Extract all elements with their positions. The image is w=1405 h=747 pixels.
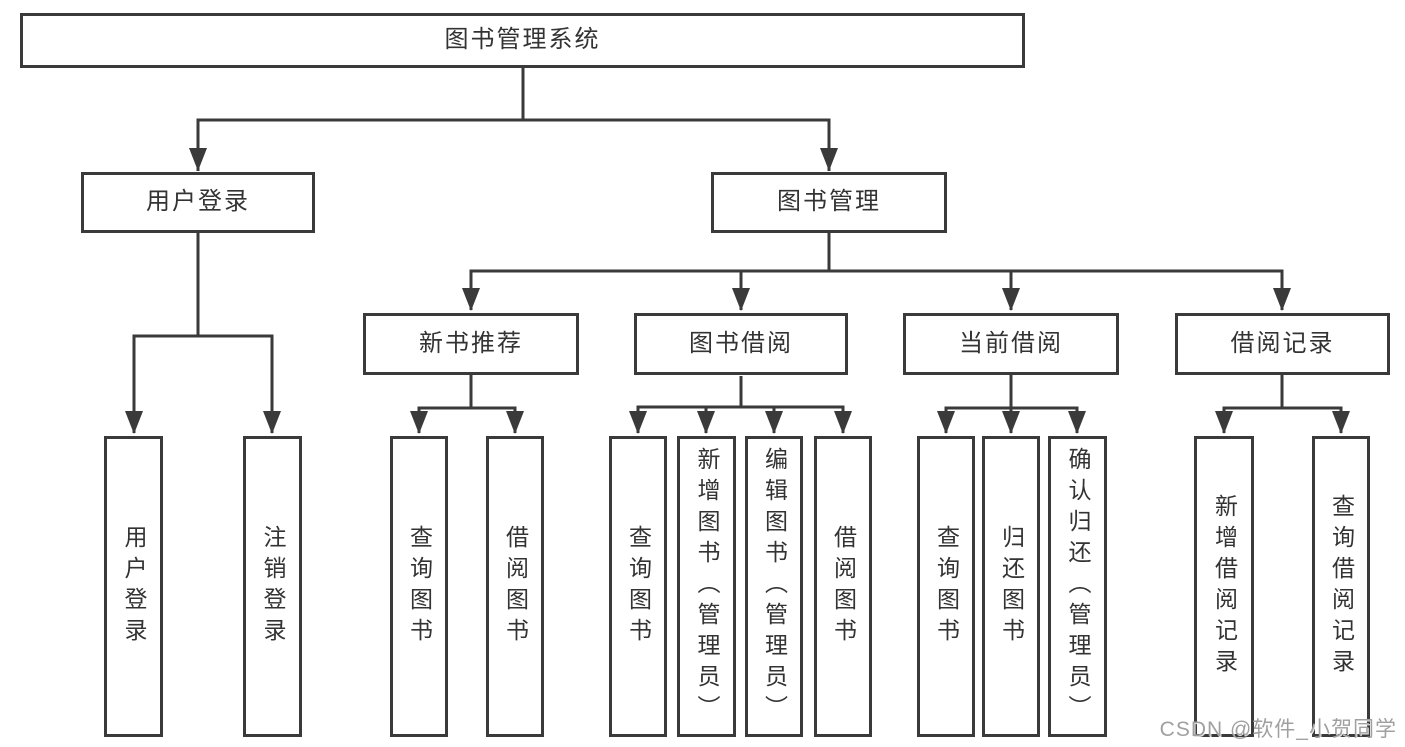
leaf-label: 确认归还（管理员） — [1065, 447, 1091, 726]
leaf-recommend-query-books: 查询图书 — [390, 436, 448, 737]
leaf-label: 新增借阅记录 — [1211, 493, 1238, 680]
leaf-records-query-record: 查询借阅记录 — [1312, 436, 1370, 737]
leaf-label: 新增图书（管理员） — [694, 447, 720, 726]
leaf-label: 用户登录 — [121, 524, 147, 649]
node-label: 图书借阅 — [689, 329, 793, 357]
arrow-down-icon — [263, 411, 281, 434]
arrow-down-icon — [732, 288, 750, 311]
arrow-down-icon — [1273, 288, 1291, 311]
arrow-down-icon — [697, 411, 715, 434]
leaf-records-add-record: 新增借阅记录 — [1194, 436, 1254, 737]
node-label: 用户登录 — [146, 188, 250, 216]
arrow-down-icon — [834, 411, 852, 434]
leaf-label: 查询借阅记录 — [1328, 493, 1355, 680]
connector-new-book-recommend — [410, 375, 524, 434]
connector-borrow-records — [1215, 375, 1350, 434]
leaf-label: 查询图书 — [933, 524, 960, 649]
leaf-current-return-books: 归还图书 — [982, 436, 1040, 737]
leaf-label: 查询图书 — [406, 524, 433, 649]
arrow-down-icon — [125, 411, 143, 434]
arrow-down-icon — [820, 148, 838, 171]
arrow-down-icon — [1068, 411, 1086, 434]
connector-user-login — [125, 233, 281, 434]
node-label: 当前借阅 — [959, 329, 1063, 357]
arrow-down-icon — [629, 411, 647, 434]
leaf-label: 查询图书 — [625, 524, 652, 649]
leaf-label: 注销登录 — [260, 524, 286, 649]
leaf-borrow-edit-books-admin: 编辑图书（管理员） — [745, 436, 803, 737]
connector-book-borrow — [629, 376, 852, 434]
leaf-borrow-add-books-admin: 新增图书（管理员） — [677, 436, 736, 737]
arrow-down-icon — [462, 288, 480, 311]
node-library-management-system: 图书管理系统 — [20, 13, 1025, 68]
leaf-label: 编辑图书（管理员） — [761, 447, 788, 726]
node-new-book-recommend: 新书推荐 — [363, 313, 579, 375]
leaf-borrow-borrow-books: 借阅图书 — [814, 436, 872, 737]
leaf-borrow-query-books: 查询图书 — [609, 436, 667, 737]
leaf-label: 借阅图书 — [830, 524, 857, 649]
arrow-down-icon — [506, 411, 524, 434]
arrow-down-icon — [937, 411, 955, 434]
leaf-label: 归还图书 — [998, 524, 1025, 649]
leaf-user-login: 用户登录 — [104, 436, 163, 737]
arrow-down-icon — [1215, 411, 1233, 434]
arrow-down-icon — [765, 411, 783, 434]
connector-current-borrow — [937, 375, 1086, 434]
arrow-down-icon — [189, 148, 207, 171]
leaf-logout: 注销登录 — [243, 436, 302, 737]
arrow-down-icon — [410, 411, 428, 434]
node-book-borrow: 图书借阅 — [634, 313, 848, 375]
node-label: 图书管理 — [777, 188, 881, 216]
node-label: 新书推荐 — [419, 329, 523, 357]
node-label: 图书管理系统 — [444, 26, 601, 54]
leaf-label: 借阅图书 — [502, 524, 529, 649]
node-book-management: 图书管理 — [711, 172, 947, 233]
connector-book-management — [462, 233, 1291, 311]
arrow-down-icon — [1332, 411, 1350, 434]
connector-root — [189, 68, 838, 171]
node-borrow-records: 借阅记录 — [1175, 313, 1390, 375]
arrow-down-icon — [1002, 411, 1020, 434]
node-label: 借阅记录 — [1230, 329, 1335, 357]
node-user-login: 用户登录 — [81, 172, 315, 233]
leaf-current-confirm-return-admin: 确认归还（管理员） — [1048, 436, 1107, 737]
leaf-recommend-borrow-books: 借阅图书 — [486, 436, 544, 737]
csdn-watermark: CSDN @软件_小贺同学 — [1159, 718, 1397, 741]
arrow-down-icon — [1002, 288, 1020, 311]
leaf-current-query-books: 查询图书 — [917, 436, 975, 737]
node-current-borrow: 当前借阅 — [903, 313, 1119, 375]
